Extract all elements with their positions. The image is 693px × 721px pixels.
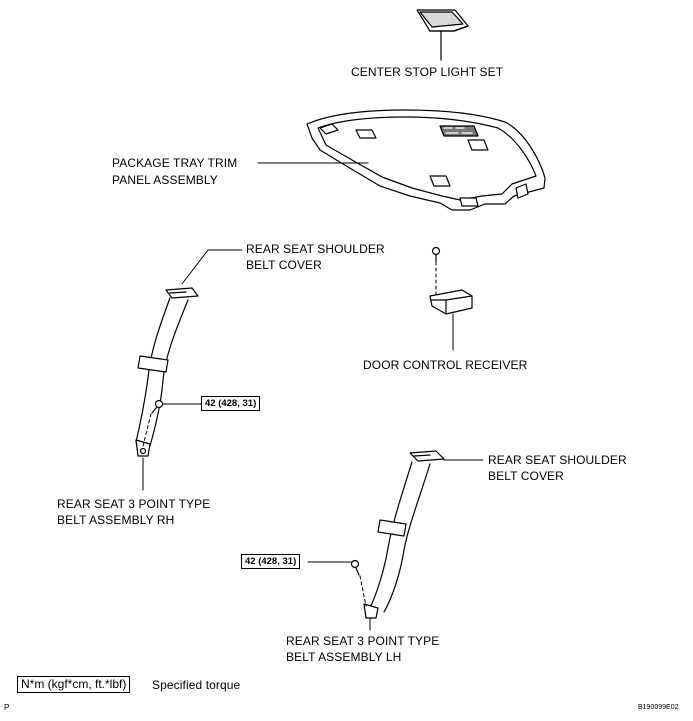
figure-id: B190099E02 bbox=[638, 704, 679, 711]
torque-legend-description: Specified torque bbox=[152, 678, 241, 692]
shoulder-belt-cover-lh-label-line1: REAR SEAT SHOULDER bbox=[488, 453, 627, 467]
rear-seat-belt-rh-drawing bbox=[135, 249, 243, 491]
page-mark: P bbox=[4, 703, 10, 712]
package-tray-trim-panel-drawing bbox=[257, 109, 546, 211]
torque-value-rh: 42 (428, 31) bbox=[201, 396, 261, 411]
door-control-receiver-drawing bbox=[429, 246, 473, 351]
belt-assembly-lh-label-line2: BELT ASSEMBLY LH bbox=[286, 650, 402, 664]
shoulder-belt-cover-rh-label-line1: REAR SEAT SHOULDER bbox=[246, 242, 385, 256]
shoulder-belt-cover-rh-label-line2: BELT COVER bbox=[246, 258, 322, 272]
torque-value-lh: 42 (428, 31) bbox=[241, 554, 301, 569]
belt-assembly-rh-label-line1: REAR SEAT 3 POINT TYPE bbox=[57, 497, 211, 511]
package-tray-trim-label-line1: PACKAGE TRAY TRIM bbox=[112, 156, 238, 170]
shoulder-belt-cover-lh-label-line2: BELT COVER bbox=[488, 469, 564, 483]
center-stop-light-set-drawing bbox=[416, 9, 469, 61]
torque-legend-unit-box: N*m (kgf*cm, ft.*lbf) bbox=[17, 676, 131, 693]
belt-assembly-lh-label-line1: REAR SEAT 3 POINT TYPE bbox=[286, 634, 440, 648]
belt-assembly-rh-label-line2: BELT ASSEMBLY RH bbox=[57, 513, 175, 527]
rear-seat-belt-lh-drawing bbox=[307, 450, 484, 631]
door-control-receiver-label: DOOR CONTROL RECEIVER bbox=[363, 358, 528, 372]
center-stop-light-set-label: CENTER STOP LIGHT SET bbox=[351, 65, 504, 79]
package-tray-trim-label-line2: PANEL ASSEMBLY bbox=[112, 173, 218, 187]
